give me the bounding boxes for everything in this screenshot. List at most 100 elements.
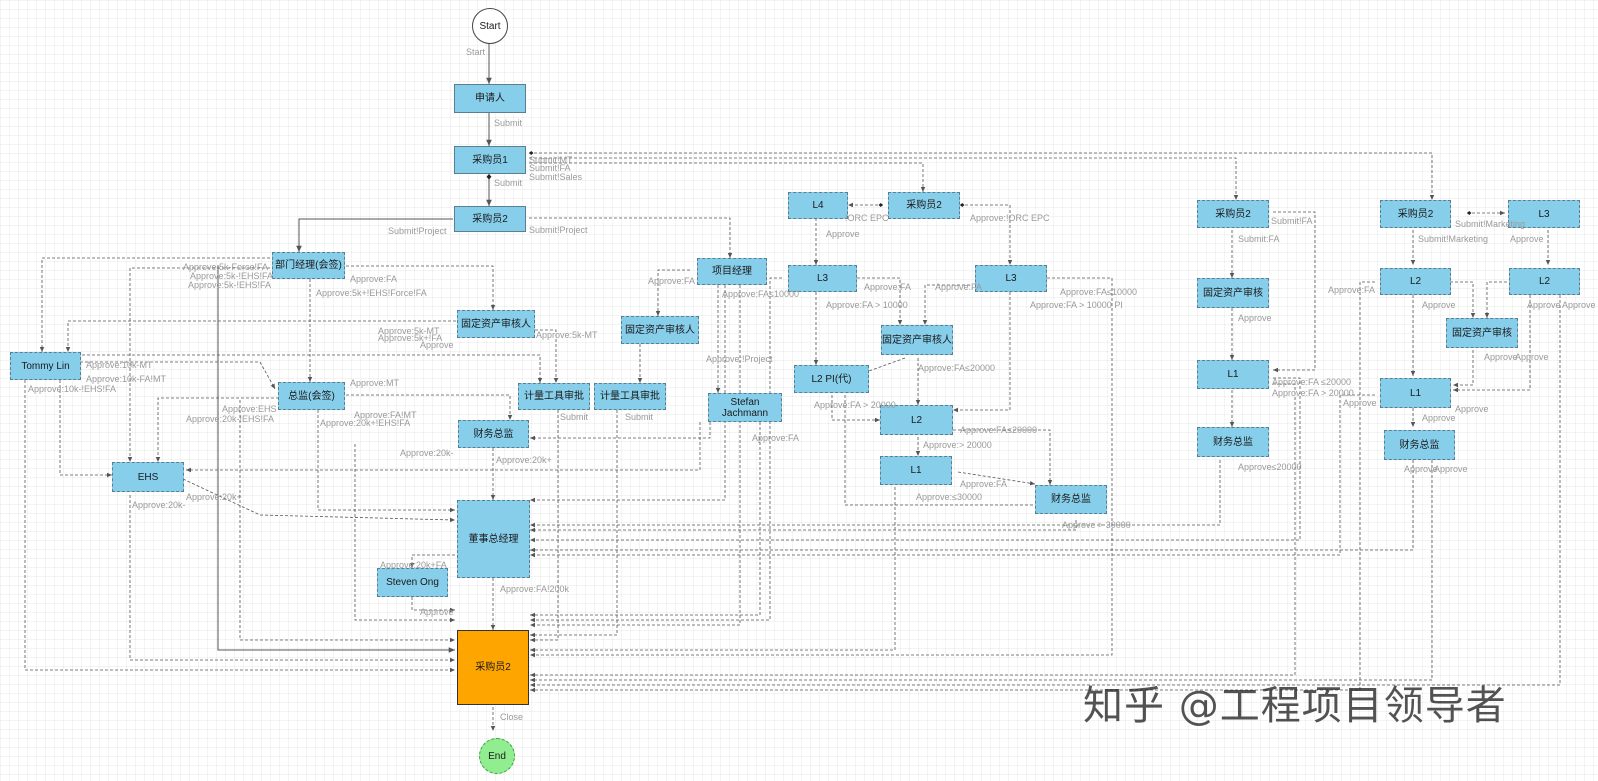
node-l2-c[interactable]: L2 <box>1509 268 1580 295</box>
node-director[interactable]: 总监(会签) <box>278 382 345 410</box>
node-l1-b[interactable]: L1 <box>1197 360 1269 389</box>
edge-label: Approve <box>826 229 860 239</box>
edge-steven-final <box>411 597 455 613</box>
edge-label: Approve:!Project <box>706 354 773 364</box>
edge-l2-fin <box>953 429 1053 485</box>
node-l3-a[interactable]: L3 <box>788 265 857 292</box>
edge-director-final <box>239 400 455 643</box>
edge-l1-fin <box>957 471 1036 486</box>
edge-label: Approve:FA!200k <box>500 584 570 594</box>
edge-label: Approve:FA <box>935 282 983 292</box>
edge-label: Approve:FA <box>648 276 696 286</box>
edge-label: Approve:FA <box>350 274 398 284</box>
edge-label: Submit <box>494 178 523 188</box>
edge-label: Submit!FA <box>1271 216 1313 226</box>
edge-buyer2fa-l1b <box>1273 211 1316 373</box>
node-metering-b[interactable]: 计量工具审批 <box>594 383 666 410</box>
node-fixed-asset-audit-b[interactable]: 固定资产审核 <box>1446 318 1518 348</box>
edge-buyer2-dept <box>296 218 453 252</box>
edge-label: Approve:20k+FA <box>380 560 447 570</box>
edge-label: Approve:!ORC EPC <box>970 213 1050 223</box>
edge-l2pi-fin <box>844 395 1040 508</box>
edge-director-fin <box>346 394 513 420</box>
edge-stefan-final <box>530 422 761 618</box>
node-buyer1[interactable]: 采购员1 <box>454 146 526 174</box>
node-fixed-asset-reviewer-c[interactable]: 固定资产审核人 <box>881 325 953 355</box>
node-tommy[interactable]: Tommy Lin <box>10 352 81 380</box>
node-finance-director-c[interactable]: 财务总监 <box>1197 427 1269 457</box>
edge-tommy-ehs <box>59 380 112 478</box>
edge-stefan-ehs <box>186 422 701 473</box>
edge-label: Submit!MT <box>529 155 573 165</box>
solid-edges <box>217 42 492 653</box>
node-buyer2-fa[interactable]: 采购员2 <box>1197 200 1269 228</box>
edge-l3b-asset <box>922 284 970 325</box>
edge-meter-final <box>530 410 559 643</box>
edge-asset-tommy <box>65 320 456 352</box>
node-l3-b[interactable]: L3 <box>975 265 1047 292</box>
edge-stefan-fin <box>530 422 711 441</box>
start-node[interactable]: Start <box>472 8 508 44</box>
node-l2-pi[interactable]: L2 PI(代) <box>794 365 869 393</box>
watermark-text: 知乎 @工程项目领导者 <box>1083 683 1507 729</box>
edge-buyer1-epc <box>529 162 926 192</box>
node-l2-b[interactable]: L2 <box>1380 268 1451 295</box>
edge-label: Approve:FA!MT <box>354 410 417 420</box>
edge-l1b-final2 <box>530 383 1296 678</box>
edge-label: Approve:20k- <box>132 500 186 510</box>
edge-label: Approve:5k-MT <box>378 326 440 336</box>
node-buyer2-mkt[interactable]: 采购员2 <box>1380 200 1451 228</box>
node-fixed-asset-reviewer-a[interactable]: 固定资产审核人 <box>457 310 535 338</box>
edge-label: Approve:FA <box>960 479 1008 489</box>
edge-pm-final <box>530 285 741 628</box>
end-node[interactable]: End <box>479 738 515 774</box>
edge-l3a-asset <box>857 277 903 325</box>
dashed-edges <box>24 151 1561 731</box>
node-buyer2-epc[interactable]: 采购员2 <box>888 192 960 219</box>
node-dept-manager[interactable]: 部门经理(会签) <box>272 252 345 279</box>
node-l3-c[interactable]: L3 <box>1508 200 1580 228</box>
edge-label: Approve:5k+!EHS!Force!FA <box>316 288 427 298</box>
node-applicant[interactable]: 申请人 <box>454 84 526 113</box>
node-metering-a[interactable]: 计量工具审批 <box>518 383 590 410</box>
node-l1-c[interactable]: L1 <box>1380 378 1451 408</box>
node-finance-director-a[interactable]: 财务总监 <box>458 420 529 448</box>
edge-fin-final <box>354 444 455 623</box>
node-project-manager[interactable]: 项目经理 <box>697 258 767 285</box>
edge-asset-meter <box>535 329 559 383</box>
node-finance-director-d[interactable]: 财务总监 <box>1384 430 1455 460</box>
edge-label: Approve <box>1404 464 1438 474</box>
edge-label: Approve:FA <box>1328 285 1376 295</box>
edge-l2b-final <box>530 281 1375 693</box>
edge-fin-c-final <box>530 460 1221 528</box>
edge-ehs-final <box>129 495 455 663</box>
node-l4[interactable]: L4 <box>788 192 848 219</box>
node-fixed-asset-audit-a[interactable]: 固定资产审核 <box>1197 278 1269 308</box>
edge-pm-asset <box>655 269 690 316</box>
edge-label: Approve:EHS <box>222 404 277 414</box>
edge-l3b-l2 <box>953 292 1011 413</box>
node-l1-a[interactable]: L1 <box>880 456 952 485</box>
edge-label: Approve:FA > 20000 <box>1272 388 1354 398</box>
edge-label: Approve:5k+!FA <box>378 333 443 343</box>
edge-label: !ORC EPC <box>845 213 889 223</box>
node-l2-a[interactable]: L2 <box>880 405 953 435</box>
edge-label: Submit <box>625 412 654 422</box>
node-final-buyer[interactable]: 采购员2 <box>457 630 529 705</box>
edge-label: Approve <box>1527 300 1561 310</box>
node-finance-director-b[interactable]: 财务总监 <box>1035 485 1107 514</box>
edge-l2c-final <box>530 295 1561 688</box>
node-steven[interactable]: Steven Ong <box>377 568 448 597</box>
edge-meter2-final <box>530 410 618 638</box>
node-general-manager[interactable]: 董事总经理 <box>457 500 530 578</box>
edge-label: Approve <box>1455 404 1489 414</box>
node-buyer2-main[interactable]: 采购员2 <box>454 206 526 232</box>
node-ehs[interactable]: EHS <box>112 462 184 492</box>
node-stefan[interactable]: Stefan Jachmann <box>708 393 782 422</box>
edge-label: Approve:20k- <box>400 448 454 458</box>
edge-dept-asset <box>346 265 496 310</box>
edge-fin-d-final <box>530 460 1414 553</box>
node-fixed-asset-reviewer-b[interactable]: 固定资产审核人 <box>621 316 699 344</box>
edge-label: Approve:5k-MT <box>536 330 598 340</box>
